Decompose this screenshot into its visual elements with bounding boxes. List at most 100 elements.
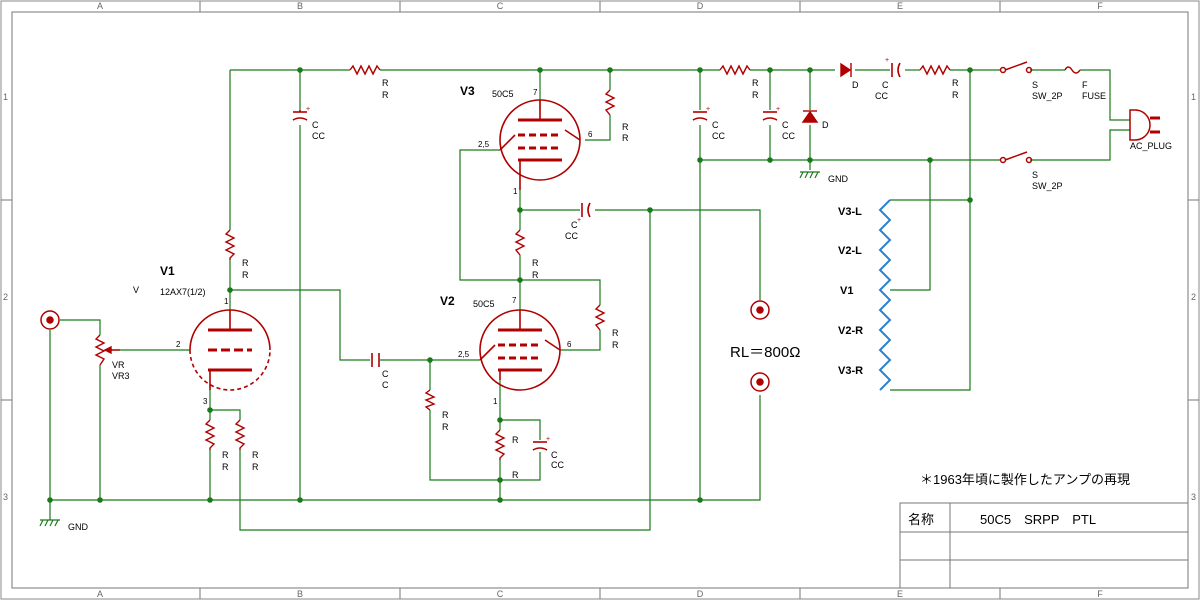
resistor-top-e [919, 64, 951, 76]
label-cap-series-2: CC [875, 91, 888, 101]
v3-pin-cathode: 1 [513, 187, 518, 196]
junctions [47, 67, 973, 503]
row-label-right-2: 2 [1191, 292, 1196, 302]
v1-pin-cathode: 3 [203, 397, 208, 406]
col-label-bottom-a: A [97, 589, 103, 599]
capacitor-b [292, 110, 308, 121]
svg-text:+: + [546, 436, 550, 443]
col-label-top-e: E [897, 1, 903, 11]
label-r-v1k-a: R [222, 450, 229, 460]
diode-series [840, 62, 852, 78]
v1-ref: V1 [160, 264, 175, 278]
diodes [801, 62, 852, 123]
v2-ref: V2 [440, 294, 455, 308]
col-label-top-a: A [97, 1, 103, 11]
resistor-v1-plate [224, 229, 236, 260]
capacitor-output [581, 202, 591, 218]
v1-pin-plate: 1 [224, 297, 229, 306]
label-r-v2g-2: R [442, 422, 449, 432]
svg-text:+: + [776, 106, 780, 113]
diode-shunt [801, 110, 819, 123]
capacitor-series [891, 62, 901, 78]
v2-pin-cathode: 1 [493, 397, 498, 406]
label-coupling-c-2: C [382, 380, 389, 390]
resistor-v3-cathode [514, 229, 526, 256]
heater-label-v1: V1 [840, 285, 853, 297]
title-block-name-label: 名称 [908, 512, 934, 527]
label-cap-v2k: C [551, 450, 558, 460]
fuse [1064, 66, 1081, 74]
connectors [40, 300, 770, 392]
heater-coils [878, 199, 892, 391]
col-label-bottom-e: E [897, 589, 903, 599]
v1-model: 12AX7(1/2) [160, 287, 206, 297]
label-r-v2s: R [612, 328, 619, 338]
v1-pin-grid: 2 [176, 340, 181, 349]
title-block-name-value: 50C5 SRPP PTL [980, 512, 1096, 527]
switches [999, 61, 1160, 164]
tube-v3 [499, 99, 581, 190]
label-r-v1k-b: R [252, 450, 259, 460]
label-vr: VR [112, 360, 125, 370]
svg-text:+: + [306, 106, 310, 113]
label-vr3: VR3 [112, 371, 130, 381]
svg-text:+: + [577, 217, 581, 224]
capacitors [292, 62, 901, 451]
label-cap-psu1-2: CC [712, 131, 725, 141]
label-cap-series: C [882, 80, 889, 90]
col-label-top-d: D [697, 1, 704, 11]
label-r-v2k-2: R [512, 470, 519, 480]
label-fuse: F [1082, 80, 1088, 90]
v3-model: 50C5 [492, 89, 514, 99]
heater-label-v2r: V2-R [838, 325, 863, 337]
component-labels: R R C CC R R R R R R C C R R R R C CC R … [68, 78, 1172, 532]
v3-ref: V3 [460, 84, 475, 98]
label-gnd-input: GND [68, 522, 89, 532]
v3-pin-grid: 2,5 [478, 140, 490, 149]
resistor-v1-cathode-a [204, 419, 216, 450]
label-r-v3k-2: R [532, 270, 539, 280]
label-plug: AC_PLUG [1130, 141, 1172, 151]
label-r-top-b: R [382, 78, 389, 88]
recreation-note: ＊1963年頃に製作したアンプの再現 [920, 472, 1130, 487]
row-label-right-1: 1 [1191, 92, 1196, 102]
label-r-v2g: R [442, 410, 449, 420]
volume-pot [94, 334, 120, 366]
label-cap-b-2: CC [312, 131, 325, 141]
label-diode-series: D [852, 80, 859, 90]
label-r-v3s: R [622, 122, 629, 132]
label-r-v3k: R [532, 258, 539, 268]
label-r-v1k-a-2: R [222, 462, 229, 472]
col-label-bottom-f: F [1097, 589, 1103, 599]
v2-pin-plate: 7 [512, 296, 517, 305]
label-fuse-2: FUSE [1082, 91, 1106, 101]
ground-symbols [39, 171, 820, 527]
label-sw1: S [1032, 80, 1038, 90]
load-label: RL＝800Ω [730, 344, 800, 361]
label-r-v1: R [242, 258, 249, 268]
resistor-top-b [349, 64, 381, 76]
row-label-left-3: 3 [3, 492, 8, 502]
label-cap-psu1: C [712, 120, 719, 130]
col-label-bottom-d: D [697, 589, 704, 599]
resistor-v2-grid [424, 389, 436, 411]
v2-model: 50C5 [473, 299, 495, 309]
label-gnd-psu: GND [828, 174, 849, 184]
label-sw1-2: SW_2P [1032, 91, 1063, 101]
ac-plug [1129, 109, 1151, 141]
svg-text:+: + [706, 106, 710, 113]
label-sw2-2: SW_2P [1032, 181, 1063, 191]
resistors [204, 64, 951, 460]
input-jack [40, 310, 60, 330]
v2-pin-screen: 6 [567, 340, 572, 349]
capacitor-coupling [371, 353, 380, 367]
label-cap-b: C [312, 120, 319, 130]
label-cap-v2k-2: CC [551, 460, 564, 470]
label-r-v2s-2: R [612, 340, 619, 350]
svg-text:+: + [885, 57, 889, 64]
heater-label-v3r: V3-R [838, 365, 863, 377]
label-r-v3s-2: R [622, 133, 629, 143]
v1-type: V [133, 285, 139, 295]
